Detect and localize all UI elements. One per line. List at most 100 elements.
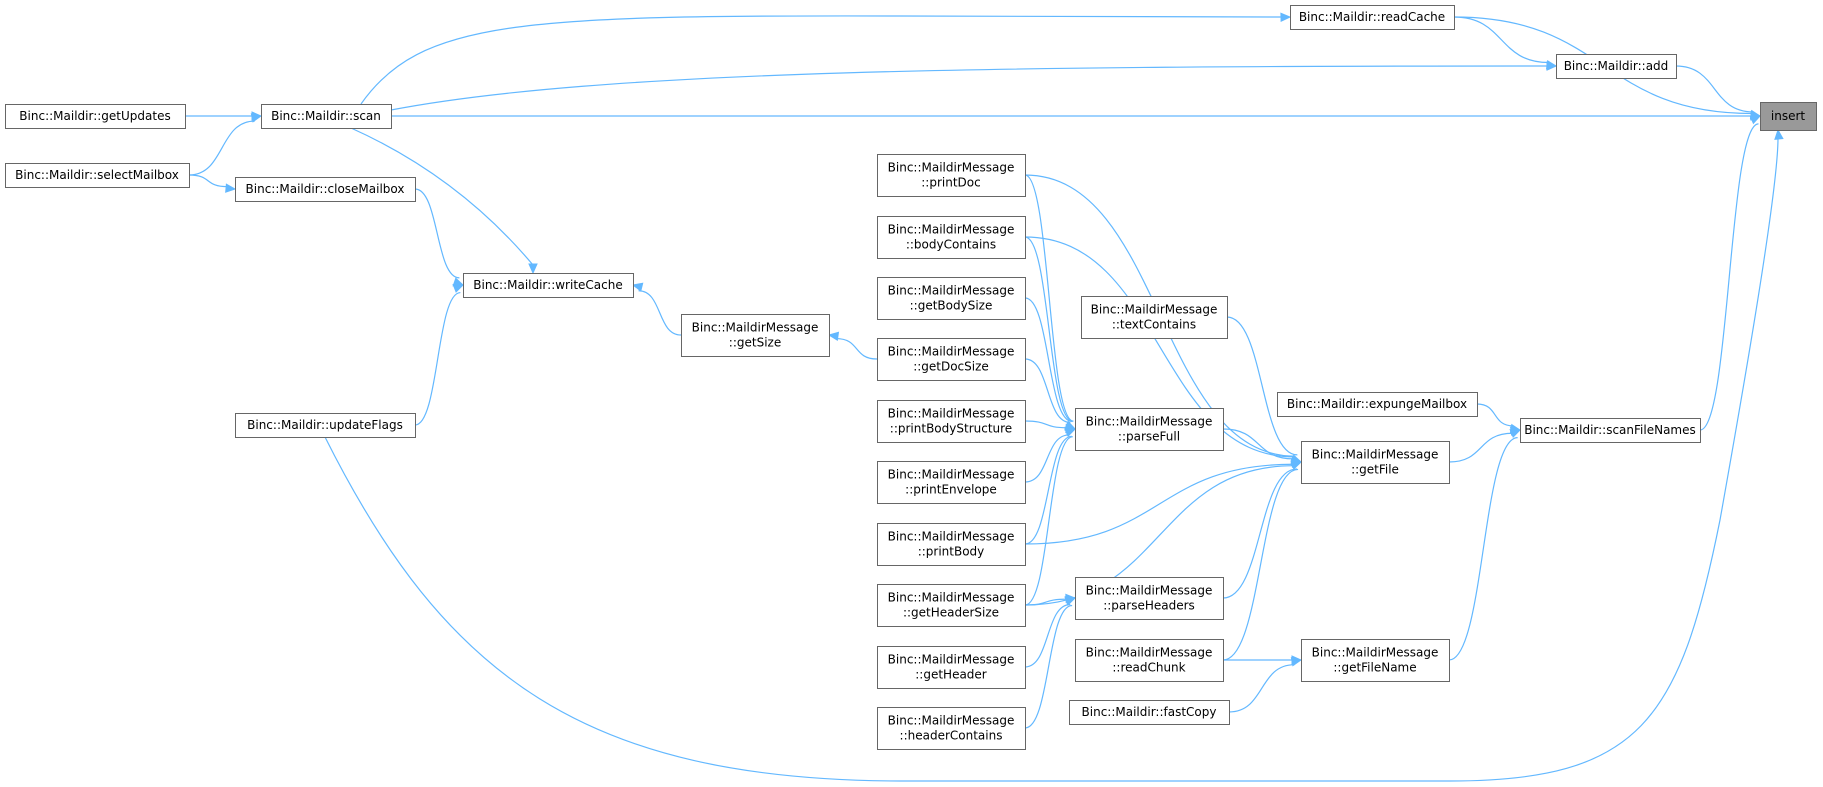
edge-line [1024, 420, 1068, 429]
edge-line [1448, 437, 1518, 661]
edge-line [188, 120, 255, 176]
node-box [877, 707, 1026, 750]
node-fastCopy[interactable]: Binc::Maildir::fastCopy [1069, 700, 1230, 725]
node-box [1556, 54, 1677, 79]
node-getDocSize[interactable]: Binc::MaildirMessage::getDocSize [877, 338, 1026, 381]
node-updateFlags[interactable]: Binc::Maildir::updateFlags [235, 413, 416, 438]
node-printDoc[interactable]: Binc::MaildirMessage::printDoc [877, 154, 1026, 197]
node-readCache[interactable]: Binc::Maildir::readCache [1290, 5, 1455, 30]
node-parseFull[interactable]: Binc::MaildirMessage::parseFull [1075, 408, 1224, 451]
edge-line [1228, 664, 1295, 713]
node-readChunk[interactable]: Binc::MaildirMessage::readChunk [1075, 639, 1224, 682]
edge-readCache-to-add [1453, 16, 1558, 70]
node-closeMailbox[interactable]: Binc::Maildir::closeMailbox [235, 177, 416, 202]
node-label: Binc::MaildirMessage [1312, 448, 1439, 462]
edge-closeMailbox-to-writeCache [414, 188, 465, 287]
node-scanFileNames[interactable]: Binc::Maildir::scanFileNames [1520, 418, 1701, 443]
edge-line [1024, 434, 1070, 483]
edge-getFileName-to-scanFileNames [1448, 429, 1522, 661]
edge-line [1024, 236, 1295, 458]
node-getHeaderSize[interactable]: Binc::MaildirMessage::getHeaderSize [877, 584, 1026, 627]
node-insert[interactable]: insert [1760, 102, 1817, 131]
node-parseHeaders[interactable]: Binc::MaildirMessage::parseHeaders [1075, 577, 1224, 620]
edge-arrowhead [631, 282, 644, 292]
node-getFileName[interactable]: Binc::MaildirMessage::getFileName [1301, 639, 1450, 682]
node-label: Binc::Maildir::closeMailbox [246, 182, 405, 196]
edge-line [1024, 603, 1071, 668]
node-add[interactable]: Binc::Maildir::add [1556, 54, 1677, 79]
node-label: Binc::Maildir::expungeMailbox [1287, 397, 1467, 411]
edge-add-to-insert [1675, 65, 1762, 120]
edge-selectMailbox-to-scan [188, 113, 263, 176]
edge-arrowhead [528, 263, 538, 275]
edge-arrowhead [1749, 115, 1762, 125]
node-getUpdates[interactable]: Binc::Maildir::getUpdates [5, 104, 186, 129]
node-label: ::readChunk [1112, 661, 1185, 675]
node-box [877, 216, 1026, 259]
edge-arrowhead [1546, 61, 1558, 71]
node-label: Binc::Maildir::scan [271, 109, 381, 123]
node-getSize[interactable]: Binc::MaildirMessage::getSize [681, 314, 830, 357]
node-box [1520, 418, 1701, 443]
node-label: ::getBodySize [910, 299, 993, 313]
node-getHeader[interactable]: Binc::MaildirMessage::getHeader [877, 646, 1026, 689]
edge-line [360, 15, 1283, 105]
node-label: Binc::MaildirMessage [1086, 415, 1213, 429]
node-label: Binc::Maildir::updateFlags [247, 418, 403, 432]
node-expungeMailbox[interactable]: Binc::Maildir::expungeMailbox [1277, 392, 1478, 417]
node-label: Binc::MaildirMessage [888, 530, 1015, 544]
node-selectMailbox[interactable]: Binc::Maildir::selectMailbox [5, 163, 190, 188]
node-box [877, 461, 1026, 504]
node-label: ::printBody [918, 545, 985, 559]
node-label: Binc::MaildirMessage [888, 161, 1015, 175]
edge-line [1448, 432, 1513, 463]
node-label: Binc::MaildirMessage [888, 468, 1015, 482]
edge-fastCopy-to-getFileName [1228, 657, 1303, 713]
edge-line [1024, 297, 1073, 423]
node-textContains[interactable]: Binc::MaildirMessage::textContains [1081, 296, 1228, 339]
edge-line [414, 291, 461, 426]
node-box [877, 584, 1026, 627]
node-box [1301, 441, 1450, 484]
edge-arrowhead [827, 331, 840, 342]
node-printEnvelope[interactable]: Binc::MaildirMessage::printEnvelope [877, 461, 1026, 504]
edge-writeCache-to-scan [350, 127, 538, 275]
node-label: ::printEnvelope [905, 483, 997, 497]
node-printBody[interactable]: Binc::MaildirMessage::printBody [877, 523, 1026, 566]
edge-arrowhead [1280, 12, 1292, 23]
node-scan[interactable]: Binc::Maildir::scan [261, 104, 392, 129]
edge-scan-to-readCache [360, 12, 1292, 105]
edge-arrowhead [225, 183, 237, 193]
node-box [1075, 639, 1224, 682]
node-bodyContains[interactable]: Binc::MaildirMessage::bodyContains [877, 216, 1026, 259]
node-box [877, 154, 1026, 197]
edge-line [188, 174, 228, 188]
node-getFile[interactable]: Binc::MaildirMessage::getFile [1301, 441, 1450, 484]
edge-updateFlags-to-insert [324, 128, 1784, 782]
node-box [877, 338, 1026, 381]
node-label: Binc::MaildirMessage [888, 345, 1015, 359]
edge-line [1024, 463, 1294, 545]
node-label: Binc::MaildirMessage [1091, 303, 1218, 317]
node-writeCache[interactable]: Binc::Maildir::writeCache [463, 273, 634, 298]
node-label: Binc::MaildirMessage [888, 591, 1015, 605]
node-label: Binc::Maildir::readCache [1299, 10, 1445, 24]
node-box [1277, 392, 1478, 417]
edge-parseFull-to-getFile [1222, 428, 1303, 466]
edge-line [1024, 174, 1074, 422]
node-box [1069, 700, 1230, 725]
node-label: Binc::MaildirMessage [888, 284, 1015, 298]
node-box [877, 646, 1026, 689]
node-printBodyStructure[interactable]: Binc::MaildirMessage::printBodyStructure [877, 400, 1026, 443]
edge-arrowhead [250, 113, 263, 123]
node-getBodySize[interactable]: Binc::MaildirMessage::getBodySize [877, 277, 1026, 320]
node-label: ::getSize [729, 336, 781, 350]
node-label: ::parseFull [1118, 430, 1180, 444]
node-label: ::bodyContains [906, 238, 996, 252]
edge-line [1024, 436, 1073, 606]
node-headerContains[interactable]: Binc::MaildirMessage::headerContains [877, 707, 1026, 750]
edge-line [1675, 65, 1754, 113]
node-label: Binc::Maildir::getUpdates [19, 109, 170, 123]
edge-arrowhead [1774, 128, 1784, 140]
